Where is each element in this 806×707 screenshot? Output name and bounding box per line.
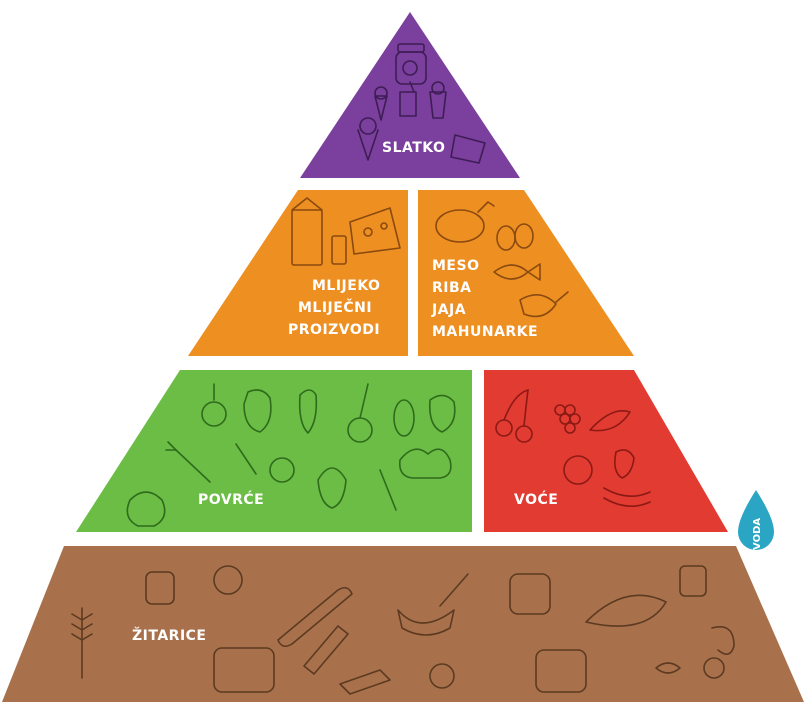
fruit-label: VOĆE [514, 490, 558, 508]
protein-doodles-icon [435, 201, 569, 318]
water-drop-icon: VODA [738, 490, 774, 550]
segment-protein: MESO RIBA JAJA MAHUNARKE [418, 190, 634, 356]
segment-fruit-shape [484, 370, 728, 532]
segment-dairy: MLIJEKO MLIJEČNI PROIZVODI [188, 190, 408, 356]
protein-label-line-4: MAHUNARKE [432, 324, 538, 340]
vegetables-doodles-icon [126, 383, 456, 527]
vegetables-label: POVRĆE [198, 490, 264, 508]
protein-label-line-2: RIBA [432, 280, 472, 296]
dairy-label-line-1: MLIJEKO [312, 278, 380, 294]
water-label: VODA [752, 518, 763, 550]
water-drop-shape [738, 490, 774, 550]
dairy-doodles-icon [291, 197, 401, 266]
sweets-label: SLATKO [382, 140, 445, 156]
grains-label: ŽITARICE [132, 627, 207, 644]
segment-dairy-shape [188, 190, 408, 356]
segment-fruit: VOĆE [484, 370, 728, 532]
fruit-doodles-icon [495, 389, 651, 507]
segment-grains: ŽITARICE [2, 546, 804, 702]
segment-sweets-shape [300, 12, 520, 178]
protein-label-line-3: JAJA [431, 302, 466, 318]
segment-grains-shape [2, 546, 804, 702]
segment-vegetables-shape [76, 370, 472, 532]
sweets-doodles-icon [357, 43, 486, 164]
dairy-label-line-3: PROIZVODI [288, 322, 380, 338]
protein-label-line-1: MESO [432, 258, 479, 274]
grains-doodles-icon [71, 565, 735, 695]
segment-vegetables: POVRĆE [76, 370, 472, 532]
dairy-label-line-2: MLIJEČNI [298, 298, 372, 316]
segment-sweets: SLATKO [300, 12, 520, 178]
